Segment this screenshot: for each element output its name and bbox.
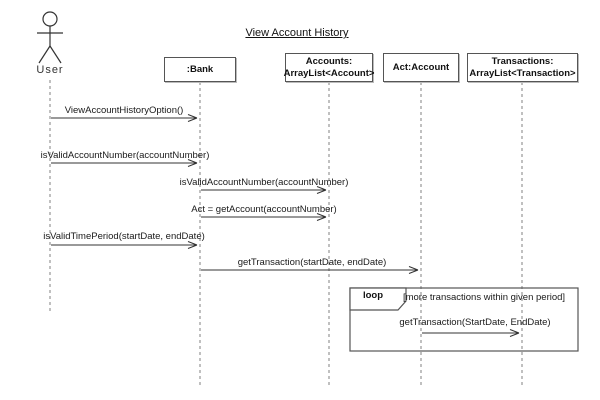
lifeline-box-accounts: Accounts: ArrayList<Account> [283,53,375,82]
message-arrow-6 [201,266,419,274]
lifeline-box-label: Act:Account [392,61,450,73]
message-label-5: isValidTimePeriod(startDate, endDate) [43,231,205,242]
lifeline-box-label: :Bank [186,63,214,75]
lifeline-box-label: Accounts: ArrayList<Account> [283,55,375,79]
lifeline-box-transactions: Transactions: ArrayList<Transaction> [467,53,578,82]
loop-fragment-frame [349,287,579,352]
message-label-3: isValidAccountNumber(accountNumber) [179,177,349,188]
message-label-1: ViewAccountHistoryOption() [64,105,184,116]
message-arrow-5 [51,241,198,249]
message-label-6: getTransaction(startDate, endDate) [237,257,387,268]
actor-label: User [36,64,64,76]
actor-icon [37,11,63,64]
loop-guard-label: [more transactions within given period] [402,292,566,303]
message-label-2: isValidAccountNumber(accountNumber) [40,150,210,161]
diagram-title: View Account History [245,27,349,39]
loop-operator-pentagon [349,287,407,311]
lifeline-box-label: Transactions: ArrayList<Transaction> [469,55,576,79]
message-arrow-1 [51,114,198,122]
loop-operator-label: loop [362,290,384,301]
lifeline-box-act: Act:Account [383,53,459,82]
message-arrow-7 [422,329,520,337]
message-arrow-3 [201,186,327,194]
lifeline-box-bank: :Bank [164,57,236,82]
message-arrow-4 [201,213,327,221]
message-arrow-2 [51,159,198,167]
message-label-7: getTransaction(StartDate, EndDate) [399,317,551,328]
message-label-4: Act = getAccount(accountNumber) [191,204,337,215]
